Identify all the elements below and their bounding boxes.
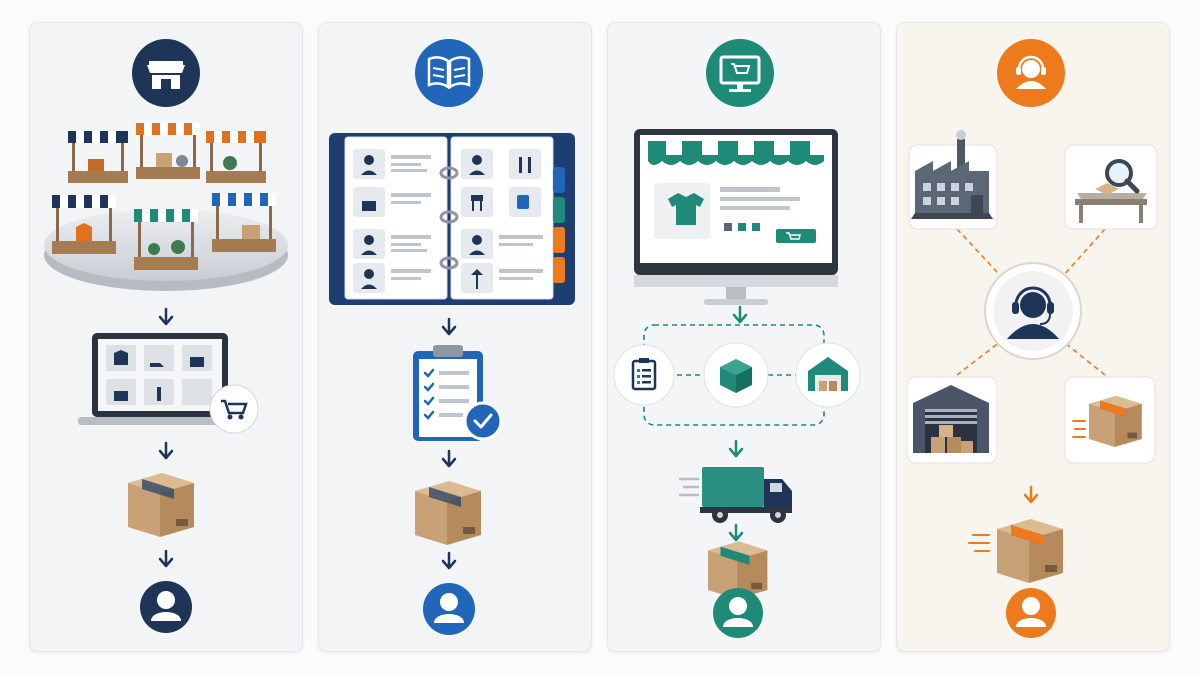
checklist-icon xyxy=(613,344,675,406)
down-arrow-icon xyxy=(728,439,744,458)
warehouse-icon xyxy=(795,342,861,408)
delivery-truck-icon xyxy=(678,467,792,523)
warehouse-icon xyxy=(906,376,998,464)
computer-cart-icon xyxy=(706,39,774,107)
ecommerce-flow-panel xyxy=(607,22,881,652)
down-arrow-icon xyxy=(441,317,457,336)
down-arrow-icon xyxy=(158,441,174,460)
down-arrow-icon xyxy=(1023,485,1039,504)
fulfillment-steps xyxy=(613,324,861,426)
package-icon xyxy=(703,342,769,408)
dropshipping-flow-panel xyxy=(896,22,1170,652)
online-store-monitor-illustration xyxy=(634,129,838,305)
inspection-magnifier-icon xyxy=(1064,144,1158,230)
market-stalls-illustration xyxy=(44,123,288,291)
laptop-catalog-with-cart-illustration xyxy=(78,333,259,434)
moving-package-icon xyxy=(1064,376,1156,464)
marketplace-flow-panel xyxy=(29,22,303,652)
customer-avatar-icon xyxy=(423,583,475,635)
storefront-icon xyxy=(132,39,200,107)
down-arrow-icon xyxy=(732,305,748,324)
package-box-icon xyxy=(968,519,1063,583)
package-box-icon xyxy=(708,541,768,599)
down-arrow-icon xyxy=(441,449,457,468)
catalog-flow-panel xyxy=(318,22,592,652)
headset-agent-hub-icon xyxy=(984,262,1082,360)
down-arrow-icon xyxy=(158,549,174,568)
down-arrow-icon xyxy=(158,307,174,326)
headset-agent-icon xyxy=(997,39,1065,107)
customer-avatar-icon xyxy=(1006,588,1056,638)
factory-icon xyxy=(908,130,998,230)
customer-avatar-icon xyxy=(140,581,192,633)
package-box-icon xyxy=(128,473,194,537)
checklist-clipboard-icon xyxy=(413,345,503,441)
open-book-icon xyxy=(415,39,483,107)
package-box-icon xyxy=(415,481,481,545)
open-binder-catalog-illustration xyxy=(329,133,575,305)
down-arrow-icon xyxy=(441,551,457,570)
down-arrow-icon xyxy=(728,523,744,542)
customer-avatar-icon xyxy=(713,588,763,638)
